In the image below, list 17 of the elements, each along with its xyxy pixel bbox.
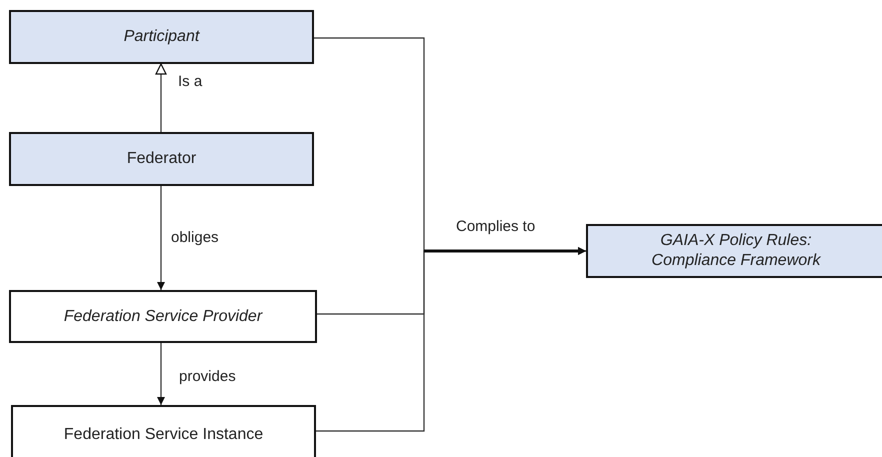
node-label: Federation Service Provider — [64, 306, 262, 326]
node-label: GAIA-X Policy Rules: Compliance Framework — [650, 231, 822, 271]
edge-label: provides — [179, 368, 236, 385]
class-box — [9, 290, 317, 343]
class-box — [586, 224, 882, 278]
edge-label: Is a — [178, 73, 202, 90]
node-label: Federator — [126, 149, 196, 169]
class-box — [11, 405, 316, 457]
class-box — [9, 10, 314, 64]
arrow — [157, 343, 165, 405]
node-label: Federation Service Instance — [64, 425, 264, 445]
class-box — [9, 132, 314, 186]
edge-label: Complies to — [456, 218, 536, 235]
edge-label: obliges — [171, 229, 219, 246]
arrow — [155, 63, 167, 132]
arrow — [157, 186, 165, 290]
node-label: Participant — [124, 27, 200, 47]
